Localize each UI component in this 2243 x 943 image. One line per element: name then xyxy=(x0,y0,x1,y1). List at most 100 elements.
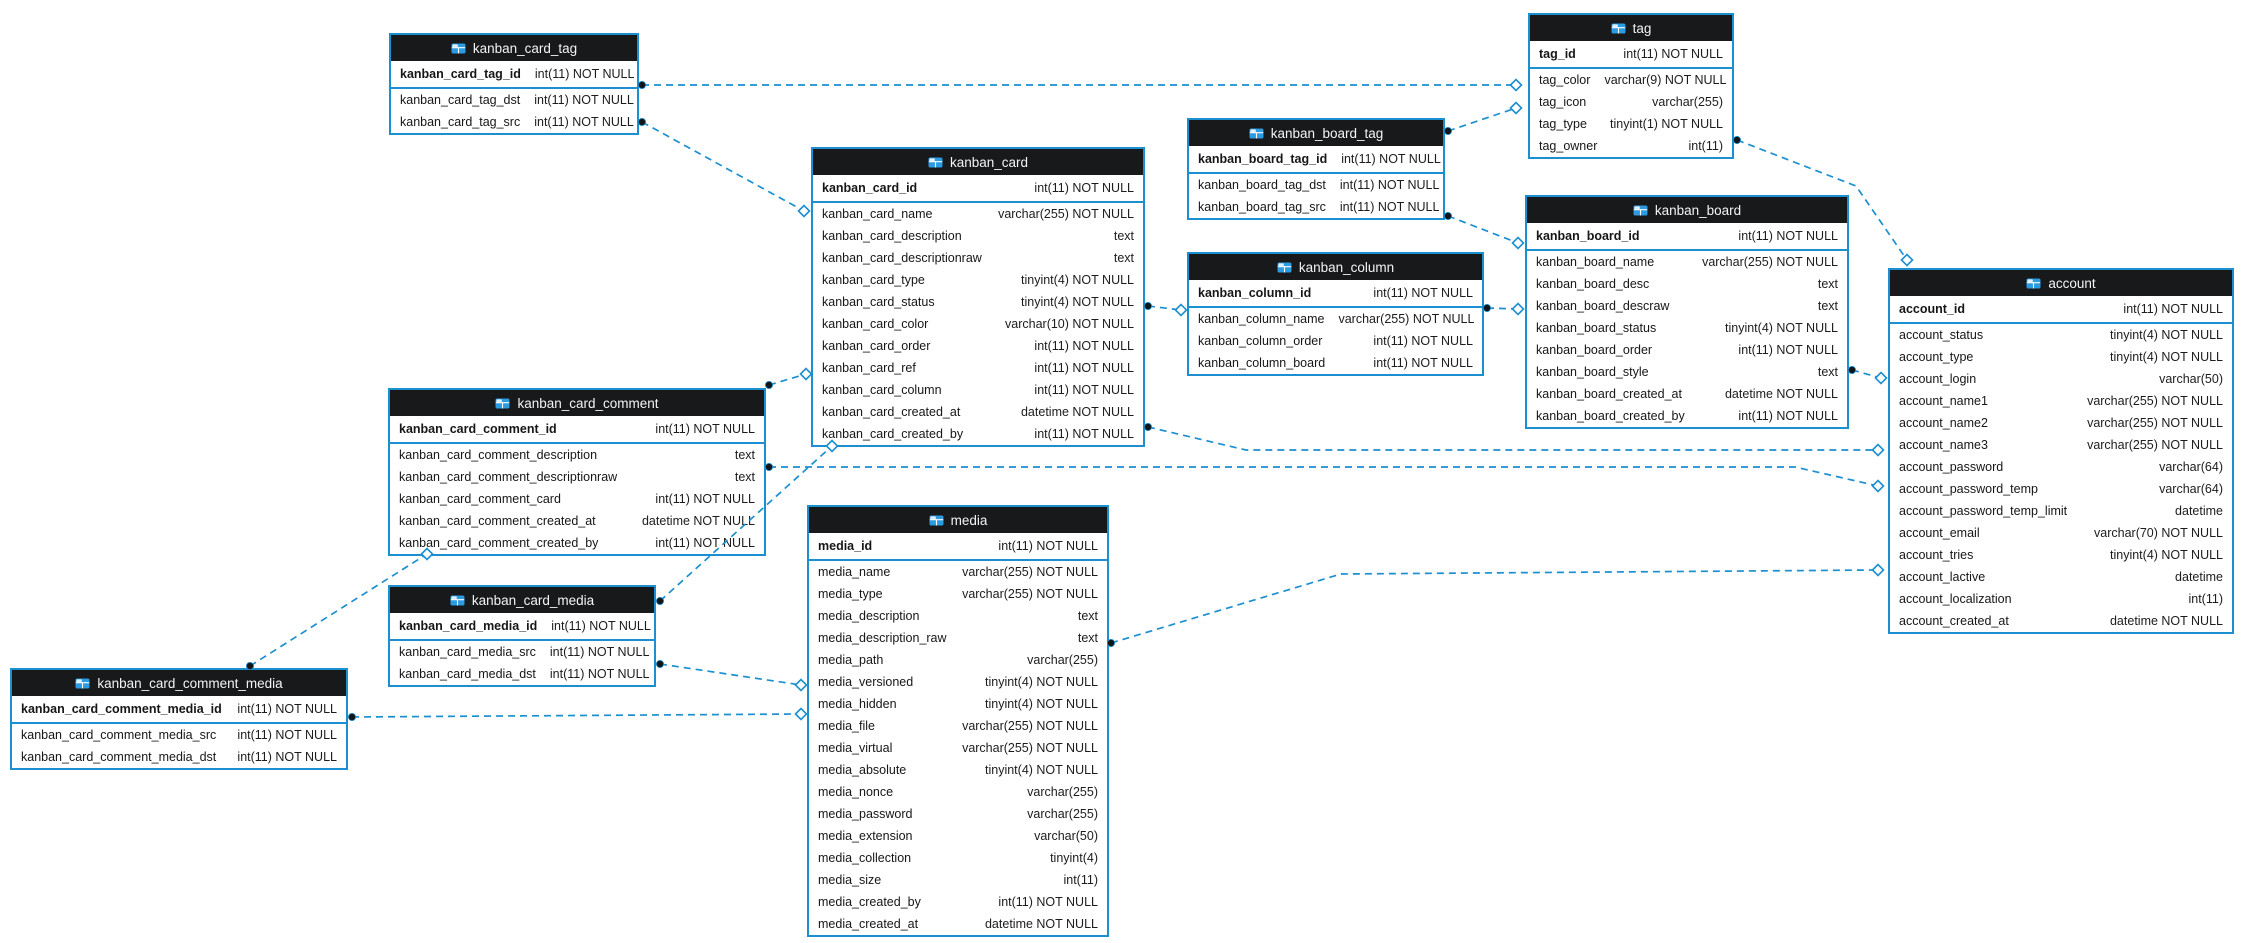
table-header[interactable]: kanban_card xyxy=(813,149,1143,175)
table-header[interactable]: kanban_card_comment xyxy=(390,390,764,416)
table-header[interactable]: media xyxy=(809,507,1107,533)
relationship-kanban_card_comment-to-kanban_card[interactable] xyxy=(768,373,807,386)
relationship-kanban_card_comment_media-to-kanban_card_comment[interactable] xyxy=(249,553,428,667)
relationship-kanban_card_media-to-kanban_card[interactable] xyxy=(659,445,833,602)
table-header[interactable]: account xyxy=(1890,270,2232,296)
relationship-kanban_board_tag-to-kanban_board[interactable] xyxy=(1447,215,1519,244)
relationship-kanban_card-to-kanban_column[interactable] xyxy=(1147,305,1182,311)
relationship-kanban_card_comment-to-account[interactable] xyxy=(769,466,1879,487)
relationship-kanban_card_tag-to-kanban_card[interactable] xyxy=(641,121,805,212)
table-header[interactable]: kanban_column xyxy=(1189,254,1482,280)
relationship-kanban_card-to-account[interactable] xyxy=(1147,426,1878,451)
relationship-kanban_board_tag-to-tag[interactable] xyxy=(1447,107,1517,132)
table-header[interactable]: kanban_board xyxy=(1527,197,1847,223)
relationship-kanban_column-to-kanban_board[interactable] xyxy=(1486,307,1519,310)
table-header[interactable]: kanban_card_tag xyxy=(391,35,637,61)
table-header[interactable]: kanban_card_media xyxy=(390,587,654,613)
table-header[interactable]: kanban_card_comment_media xyxy=(12,670,346,696)
relationship-kanban_card_media-to-media[interactable] xyxy=(659,663,802,686)
relationship-kanban_board-to-account[interactable] xyxy=(1851,369,1882,379)
table-header[interactable]: tag xyxy=(1530,15,1732,41)
relationship-media-to-account[interactable] xyxy=(1110,569,1879,644)
relationship-tag-to-account[interactable] xyxy=(1736,139,1908,261)
